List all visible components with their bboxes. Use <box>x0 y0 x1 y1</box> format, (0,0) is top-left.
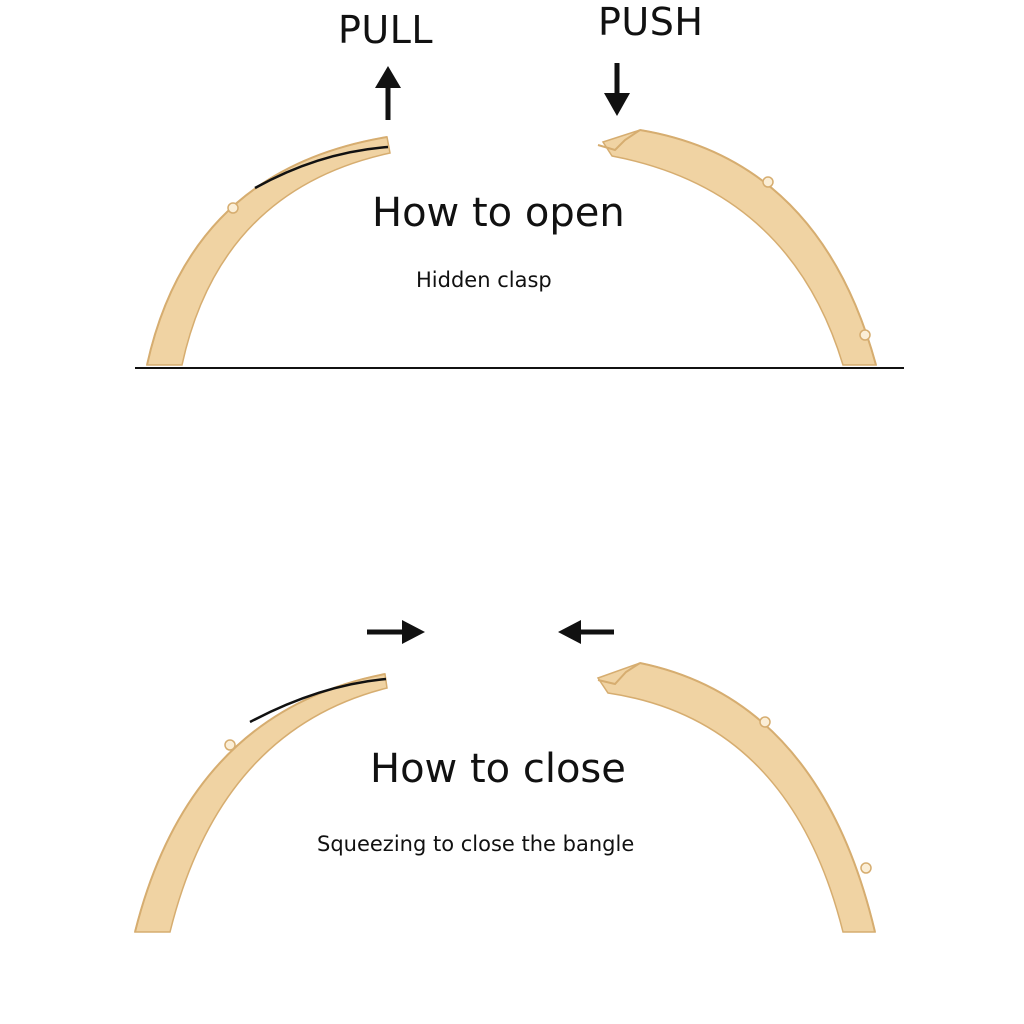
open-title: How to open <box>372 190 625 236</box>
close-section <box>134 620 876 933</box>
open-left-stone <box>227 202 239 214</box>
squeeze-right-arrow-icon <box>367 620 425 644</box>
open-right-bangle-half <box>597 129 877 366</box>
open-section <box>146 63 877 366</box>
squeeze-left-arrow-icon <box>558 620 614 644</box>
close-right-stone-1 <box>759 716 771 728</box>
close-right-bangle-half <box>596 662 876 933</box>
open-right-stone-1 <box>762 176 774 188</box>
pull-arrow-icon <box>375 66 401 120</box>
close-subtitle: Squeezing to close the bangle <box>317 832 635 856</box>
open-subtitle: Hidden clasp <box>416 268 552 292</box>
close-left-bangle-half <box>134 673 388 933</box>
close-left-stone <box>224 739 236 751</box>
pull-label: PULL <box>338 8 434 52</box>
close-right-stone-2 <box>860 862 872 874</box>
open-right-stone-2 <box>859 329 871 341</box>
push-label: PUSH <box>598 0 704 44</box>
close-title: How to close <box>370 746 626 792</box>
push-arrow-icon <box>604 63 630 116</box>
open-left-bangle-half <box>146 136 391 366</box>
